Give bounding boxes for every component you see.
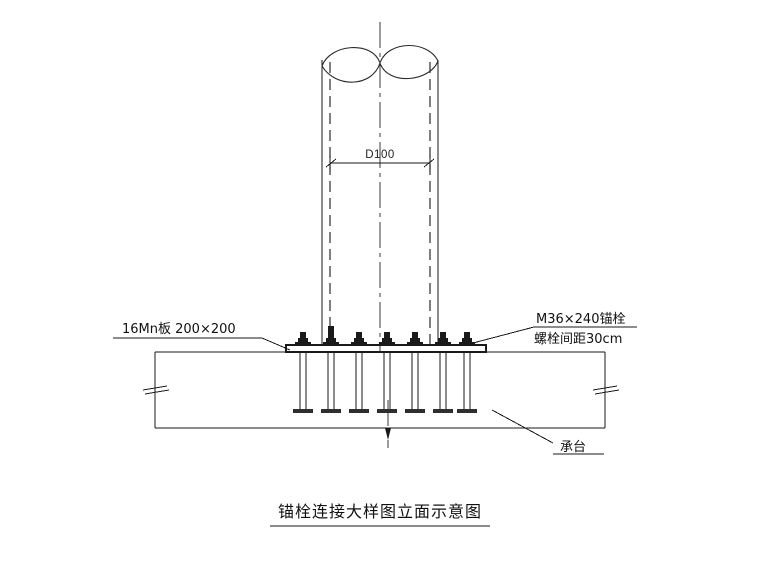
pile-cap-group <box>142 351 620 448</box>
steel-column-group <box>321 22 439 352</box>
column-diameter-dimension: D100 <box>325 149 435 171</box>
pile-cap-break-mark-right <box>592 385 620 395</box>
anchor-bolt-leader-diagonal <box>472 326 535 344</box>
drawing-title-group: 锚栓连接大样图立面示意图 <box>270 502 490 527</box>
pile-cap-label: 承台 <box>560 440 586 455</box>
anchor-bolts-group <box>293 326 477 413</box>
column-diameter-label: D100 <box>365 149 395 161</box>
column-break-symbol-lower <box>321 62 381 83</box>
anchor-bolt-3 <box>349 332 369 413</box>
anchor-bolt-4 <box>377 332 397 413</box>
base-plate-label: 16Mn板 200×200 <box>122 322 236 337</box>
pile-cap-callout: 承台 <box>491 409 604 455</box>
anchor-bolt-callout: M36×240锚栓 螺栓间距30cm <box>472 312 637 347</box>
column-break-symbol-right <box>379 60 439 80</box>
base-plate-callout: 16Mn板 200×200 <box>113 322 291 351</box>
base-plate-leader-diagonal <box>261 337 291 351</box>
anchor-bolt-6 <box>433 332 453 413</box>
dimension-tick-right <box>423 158 435 168</box>
column-break-symbol-upper <box>379 44 439 64</box>
dimension-tick-left <box>325 158 337 168</box>
anchor-bolt-5 <box>405 332 425 413</box>
pile-cap-leader-diagonal <box>491 409 554 444</box>
anchor-bolt-2 <box>321 326 341 413</box>
anchor-bolt-7 <box>457 332 477 413</box>
centerline-arrow <box>385 428 391 440</box>
anchor-bolt-1 <box>293 332 313 413</box>
base-plate-group <box>284 343 488 354</box>
anchor-bolt-label: M36×240锚栓 <box>536 312 625 327</box>
drawing-title: 锚栓连接大样图立面示意图 <box>278 502 482 521</box>
pile-cap-break-mark-left <box>142 385 170 395</box>
bolt-spacing-label: 螺栓间距30cm <box>534 332 622 347</box>
column-break-symbol-left <box>321 47 381 67</box>
